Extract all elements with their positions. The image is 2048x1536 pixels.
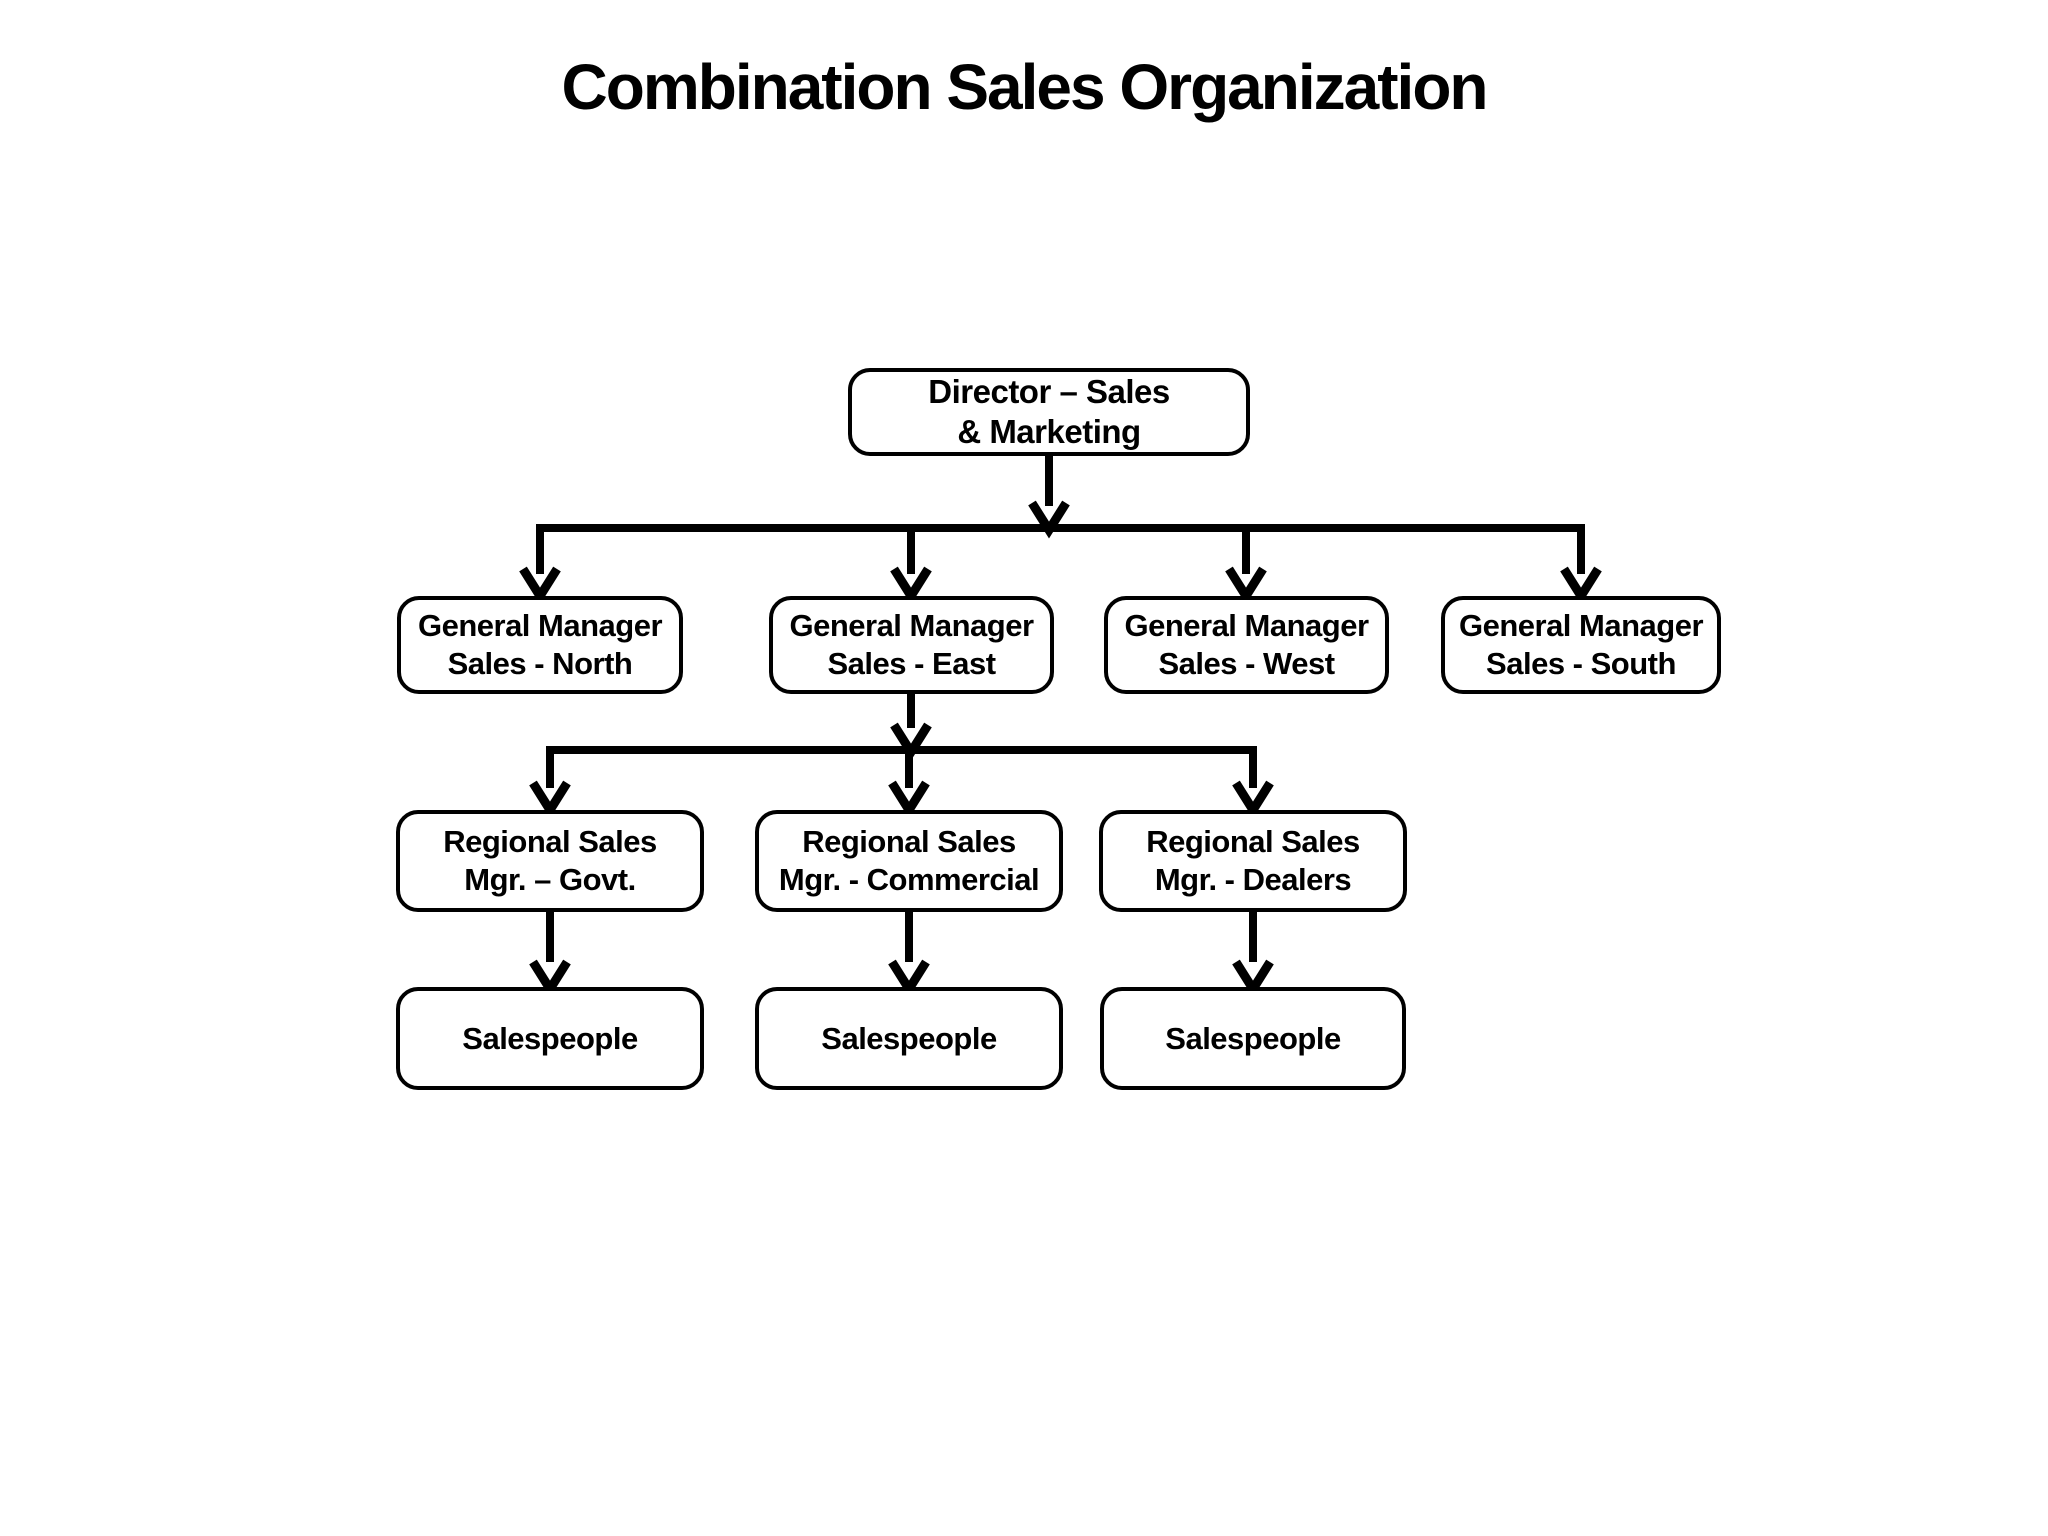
- org-node-director-label: Director – Sales & Marketing: [928, 372, 1170, 450]
- org-node-gm-west-label: General Manager Sales - West: [1124, 608, 1369, 681]
- org-node-gm-east: General Manager Sales - East: [769, 596, 1054, 694]
- org-node-gm-south: General Manager Sales - South: [1441, 596, 1721, 694]
- org-node-rsm-commercial-label: Regional Sales Mgr. - Commercial: [778, 824, 1040, 897]
- org-node-gm-east-label: General Manager Sales - East: [789, 608, 1034, 681]
- org-node-director: Director – Sales & Marketing: [848, 368, 1250, 456]
- org-node-gm-south-label: General Manager Sales - South: [1458, 608, 1704, 681]
- org-node-gm-north-label: General Manager Sales - North: [417, 608, 663, 681]
- org-node-rsm-dealers: Regional Sales Mgr. - Dealers: [1099, 810, 1407, 912]
- org-node-salespeople-dealers-label: Salespeople: [1165, 1020, 1341, 1056]
- org-node-salespeople-commercial-label: Salespeople: [821, 1020, 997, 1056]
- connector-gm-east-to-rsms: [529, 694, 1274, 819]
- connector-director-to-gms: [519, 456, 1602, 605]
- org-node-salespeople-govt-label: Salespeople: [462, 1020, 638, 1056]
- page-title: Combination Sales Organization: [561, 51, 1489, 123]
- org-node-salespeople-dealers: Salespeople: [1100, 987, 1406, 1090]
- org-node-rsm-commercial: Regional Sales Mgr. - Commercial: [755, 810, 1063, 912]
- org-node-gm-west: General Manager Sales - West: [1104, 596, 1389, 694]
- org-node-rsm-govt: Regional Sales Mgr. – Govt.: [396, 810, 704, 912]
- org-node-rsm-govt-label: Regional Sales Mgr. – Govt.: [443, 824, 657, 897]
- org-node-rsm-dealers-label: Regional Sales Mgr. - Dealers: [1146, 824, 1360, 897]
- org-node-salespeople-commercial: Salespeople: [755, 987, 1063, 1090]
- connector-rsms-to-salespeople: [529, 912, 1274, 998]
- org-node-salespeople-govt: Salespeople: [396, 987, 704, 1090]
- org-node-gm-north: General Manager Sales - North: [397, 596, 683, 694]
